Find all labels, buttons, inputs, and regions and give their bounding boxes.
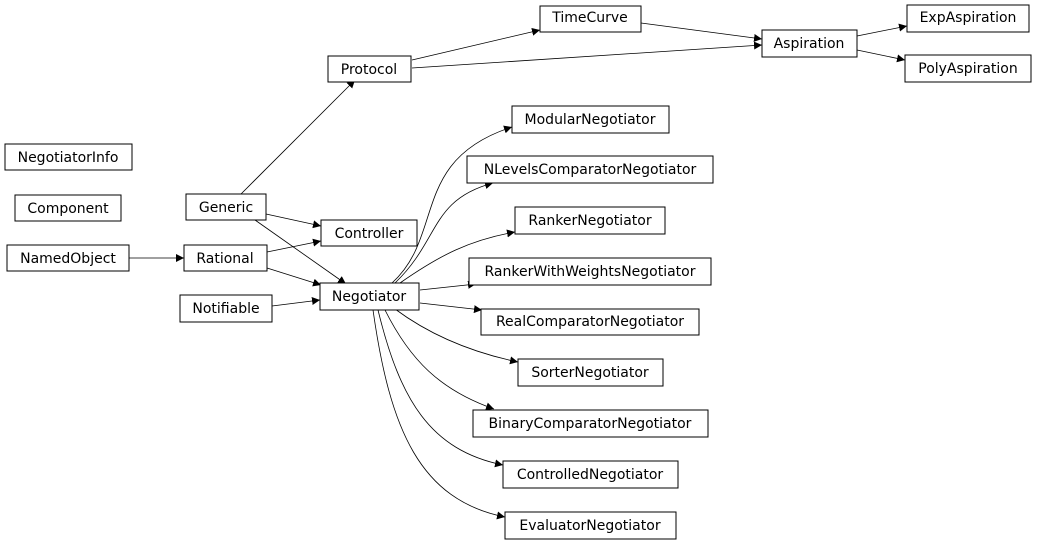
edge-negotiator-ranker-weights xyxy=(419,280,477,291)
edges xyxy=(129,22,908,520)
node-label: PolyAspiration xyxy=(918,61,1017,77)
node-controller[interactable]: Controller xyxy=(320,219,418,247)
edge-negotiator-controlled xyxy=(377,309,504,468)
node-rational[interactable]: Rational xyxy=(183,244,268,272)
node-generic[interactable]: Generic xyxy=(185,193,267,221)
node-evaluator-negotiator[interactable]: EvaluatorNegotiator xyxy=(504,511,677,540)
node-label: Protocol xyxy=(341,62,397,78)
node-ranker-with-weights-negotiator[interactable]: RankerWithWeightsNegotiator xyxy=(468,257,712,286)
edge-protocol-aspiration xyxy=(411,41,763,69)
node-label: NamedObject xyxy=(20,251,116,267)
edge-negotiator-nlevels xyxy=(394,181,494,284)
node-label: Generic xyxy=(199,200,253,216)
node-named-object[interactable]: NamedObject xyxy=(6,244,130,272)
edge-generic-negotiator xyxy=(254,219,347,285)
node-poly-aspiration[interactable]: PolyAspiration xyxy=(904,54,1032,83)
node-real-comparator-negotiator[interactable]: RealComparatorNegotiator xyxy=(480,308,700,336)
edge-negotiator-binary-comparator xyxy=(384,309,495,411)
edge-negotiator-evaluator xyxy=(372,309,506,520)
edge-negotiator-real-comparator xyxy=(419,302,483,314)
node-time-curve[interactable]: TimeCurve xyxy=(539,5,642,33)
node-label: Rational xyxy=(196,251,253,267)
node-notifiable[interactable]: Notifiable xyxy=(179,294,273,323)
node-label: Negotiator xyxy=(332,289,407,305)
node-sorter-negotiator[interactable]: SorterNegotiator xyxy=(517,358,664,387)
node-exp-aspiration[interactable]: ExpAspiration xyxy=(906,4,1030,33)
edge-negotiator-sorter xyxy=(394,308,519,365)
edge-notifiable-negotiator xyxy=(271,297,321,307)
node-label: Aspiration xyxy=(774,36,845,52)
edge-rational-controller xyxy=(266,238,322,253)
node-protocol[interactable]: Protocol xyxy=(327,55,412,83)
edge-protocol-time-curve xyxy=(411,27,541,61)
node-modular-negotiator[interactable]: ModularNegotiator xyxy=(511,105,670,134)
node-label: Component xyxy=(27,201,109,217)
edge-aspiration-exp-aspiration xyxy=(856,23,908,37)
edge-generic-protocol xyxy=(240,79,356,195)
node-label: RealComparatorNegotiator xyxy=(496,314,684,330)
node-component[interactable]: Component xyxy=(14,194,122,222)
edge-rational-negotiator xyxy=(266,267,322,287)
node-label: SorterNegotiator xyxy=(531,365,649,381)
node-label: EvaluatorNegotiator xyxy=(519,518,660,534)
edge-negotiator-modular xyxy=(391,125,513,284)
edge-time-curve-aspiration xyxy=(640,22,763,42)
node-aspiration[interactable]: Aspiration xyxy=(761,29,858,58)
node-label: RankerNegotiator xyxy=(528,213,651,229)
node-ranker-negotiator[interactable]: RankerNegotiator xyxy=(514,206,666,235)
node-label: BinaryComparatorNegotiator xyxy=(489,416,692,432)
node-label: ModularNegotiator xyxy=(525,112,656,128)
nodes: NegotiatorInfo Component NamedObject Gen… xyxy=(4,4,1032,540)
node-label: NLevelsComparatorNegotiator xyxy=(484,162,697,178)
edge-generic-controller xyxy=(265,213,322,229)
edge-negotiator-ranker xyxy=(399,229,516,284)
node-negotiator-info[interactable]: NegotiatorInfo xyxy=(4,143,133,171)
node-label: ControlledNegotiator xyxy=(517,467,664,483)
node-binary-comparator-negotiator[interactable]: BinaryComparatorNegotiator xyxy=(472,409,709,438)
node-label: Notifiable xyxy=(192,301,259,317)
node-label: Controller xyxy=(335,226,404,242)
node-label: NegotiatorInfo xyxy=(18,150,119,166)
edge-aspiration-poly-aspiration xyxy=(856,49,906,63)
node-label: ExpAspiration xyxy=(920,10,1017,26)
node-controlled-negotiator[interactable]: ControlledNegotiator xyxy=(502,460,679,489)
node-label: RankerWithWeightsNegotiator xyxy=(484,264,695,280)
node-nlevels-comparator-negotiator[interactable]: NLevelsComparatorNegotiator xyxy=(466,155,714,184)
node-label: TimeCurve xyxy=(551,10,628,26)
node-negotiator[interactable]: Negotiator xyxy=(319,282,420,311)
